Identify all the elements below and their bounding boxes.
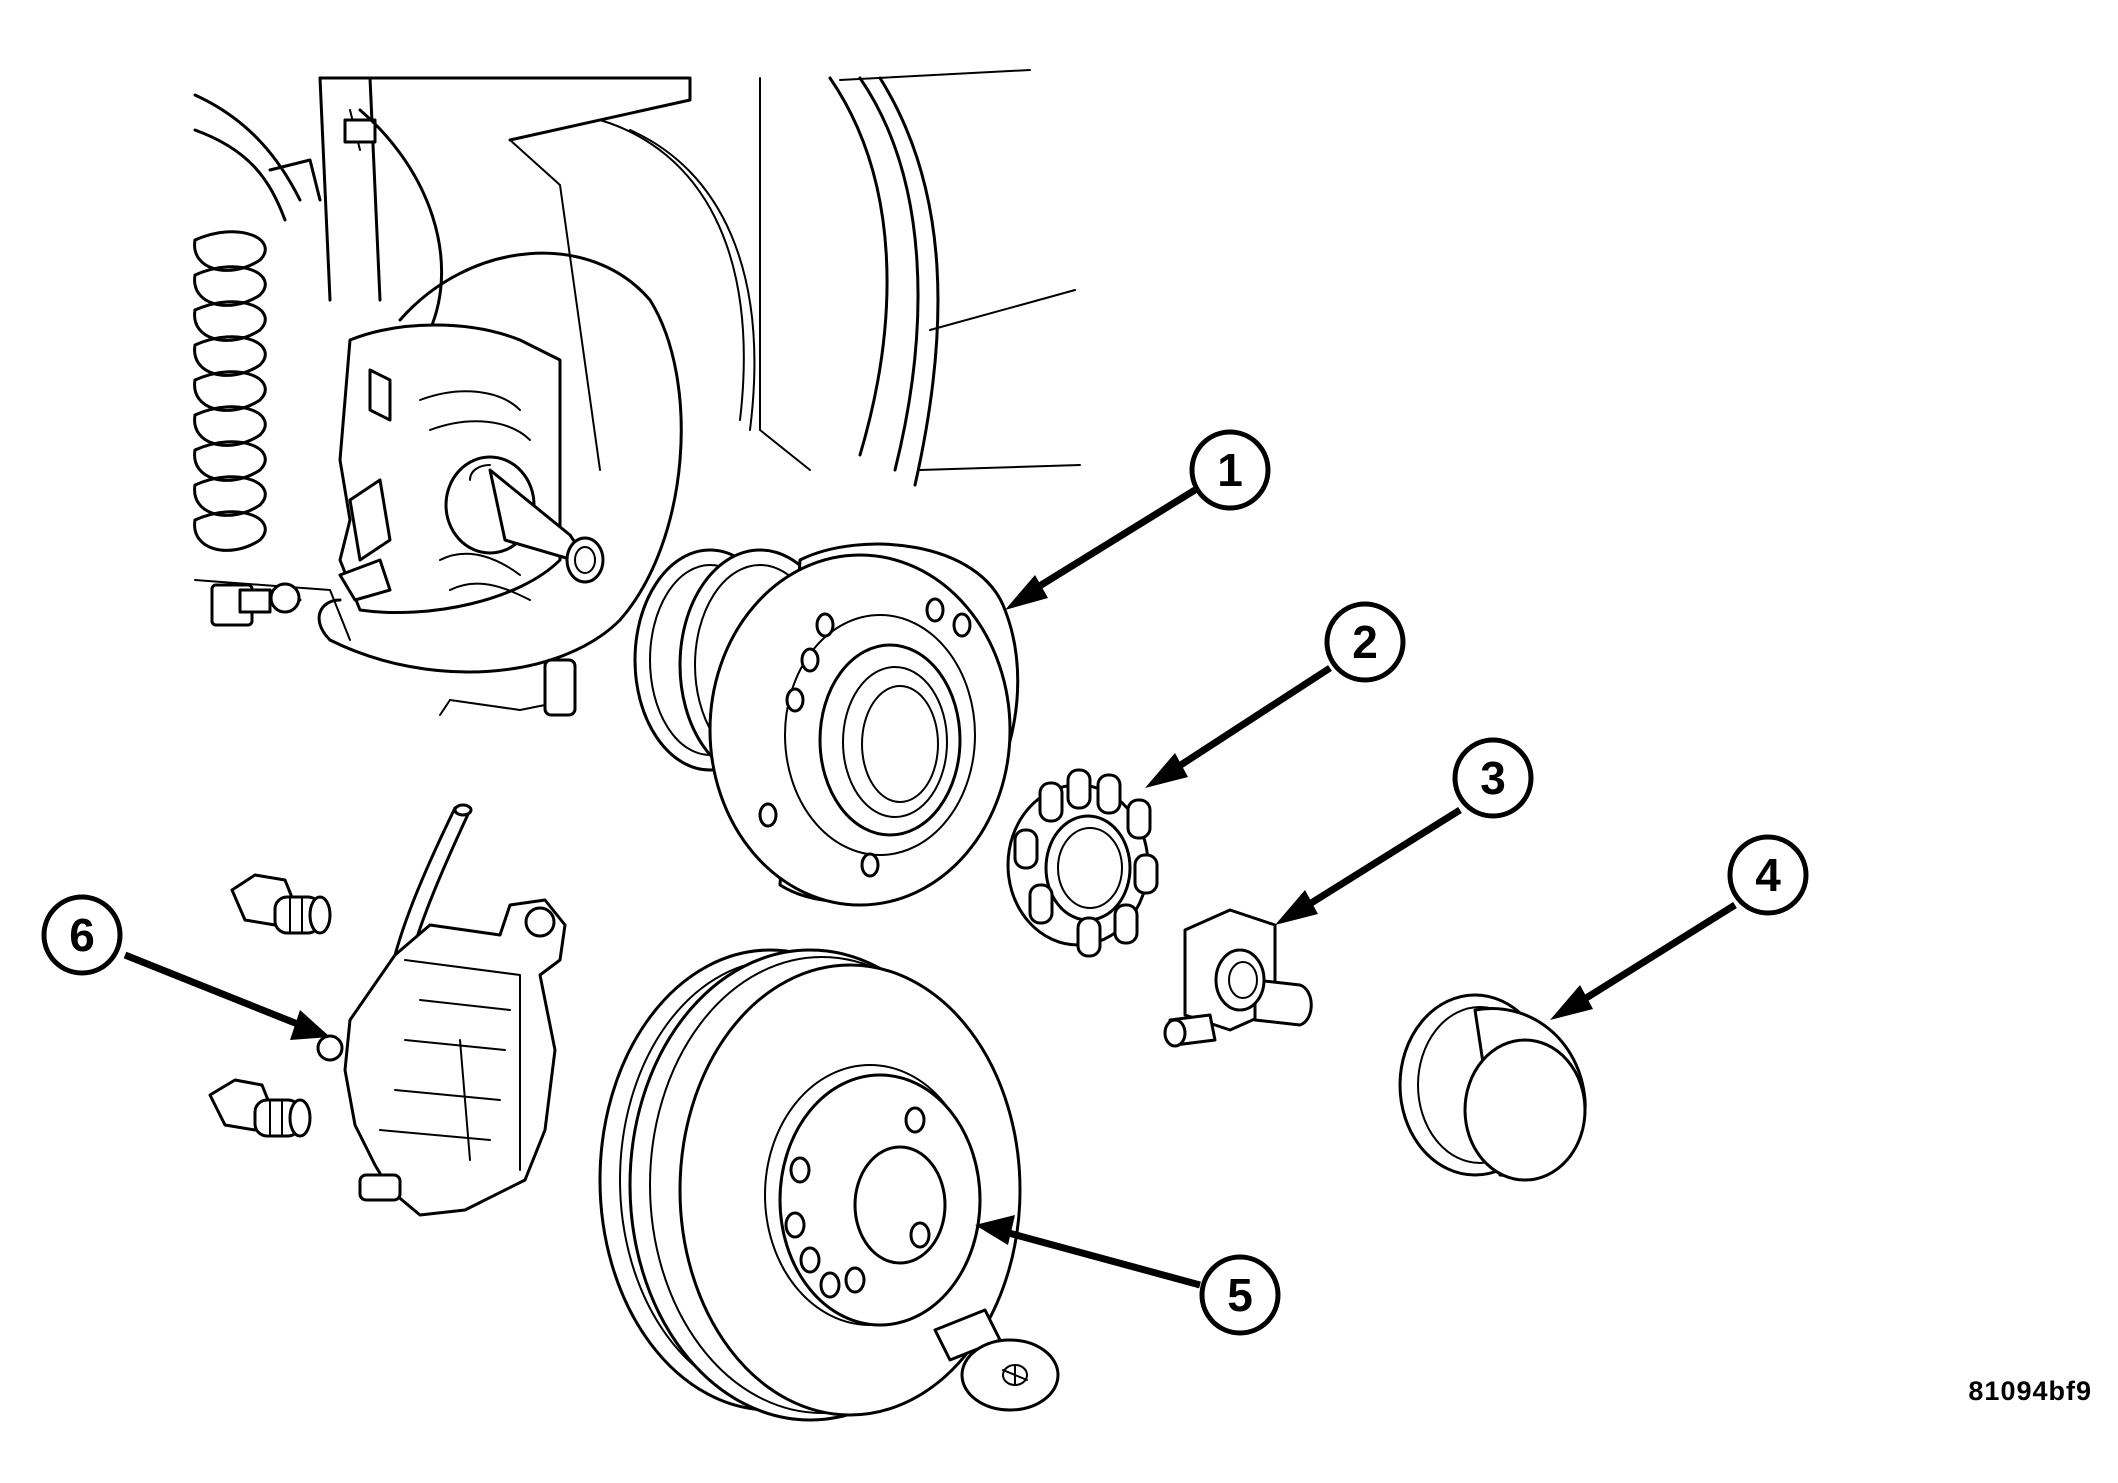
grease-dust-cap (1398, 993, 1587, 1182)
hub-bearing-assembly (633, 542, 1020, 907)
arrowhead-2 (1145, 753, 1188, 788)
spindle-nut-retainer (1163, 908, 1313, 1048)
callout-1-label: 1 (1217, 444, 1243, 496)
callout-5: 5 (1199, 1254, 1281, 1336)
leader-6 (123, 951, 302, 1029)
callout-4: 4 (1727, 834, 1809, 916)
leader-4 (1573, 902, 1737, 1008)
figure-code-label: 81094bf9 (1968, 1376, 2092, 1406)
callout-1: 1 (1189, 429, 1271, 511)
callout-5-label: 5 (1227, 1269, 1253, 1321)
callout-4-label: 4 (1755, 849, 1781, 901)
callout-6: 6 (41, 894, 123, 976)
callout-6-label: 6 (69, 909, 95, 961)
coil-spring (193, 230, 267, 552)
leader-5 (1004, 1228, 1201, 1289)
bearing-roller-cage (1006, 768, 1159, 958)
callout-3: 3 (1452, 737, 1534, 819)
arrowhead-6 (290, 1010, 330, 1040)
callout-leaders (123, 487, 1737, 1289)
leader-3 (1298, 807, 1462, 913)
callout-2-label: 2 (1352, 616, 1378, 668)
arrowhead-4 (1550, 985, 1593, 1020)
leader-2 (1168, 665, 1332, 775)
rotor-retaining-screw (933, 1308, 1060, 1412)
brake-caliper-assembly (208, 803, 567, 1217)
callout-3-label: 3 (1480, 752, 1506, 804)
leader-1 (1023, 487, 1197, 598)
arrowhead-3 (1275, 890, 1318, 925)
arrowhead-1 (1005, 575, 1048, 610)
arrowhead-5 (975, 1215, 1015, 1245)
callout-2: 2 (1324, 601, 1406, 683)
vehicle-suspension-background (193, 69, 1081, 717)
brake-rotor (598, 948, 1022, 1422)
